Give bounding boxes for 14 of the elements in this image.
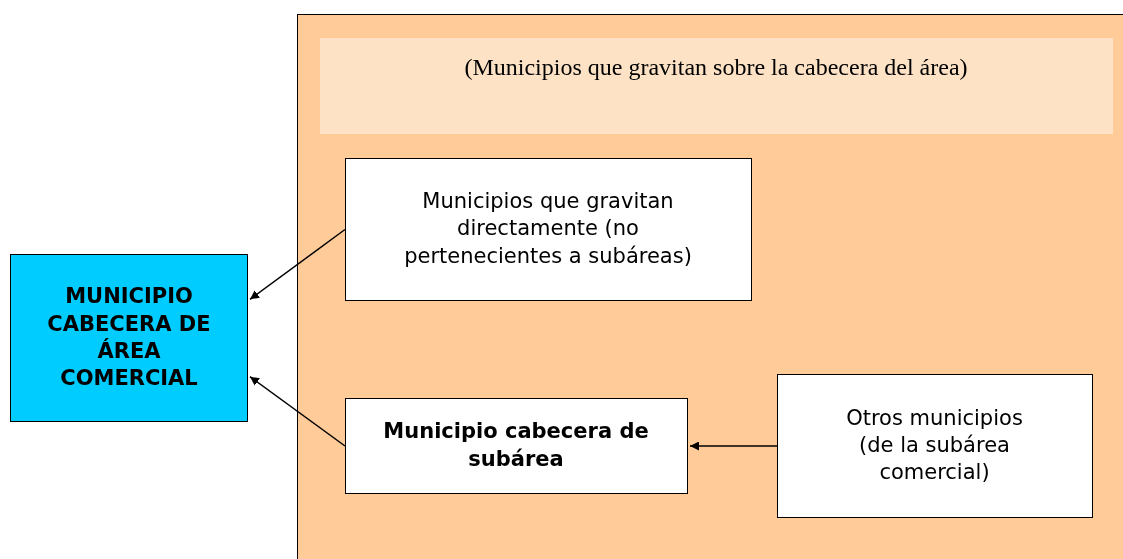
node-label: (Municipios que gravitan sobre la cabecera del área) (464, 52, 968, 82)
node-label: MUNICIPIO CABECERA DE ÁREA COMERCIAL (46, 283, 212, 393)
node-label: Otros municipios (de la subárea comercial) (845, 404, 1024, 487)
arrow (249, 228, 346, 301)
area-panel (297, 14, 1123, 559)
header-band (319, 37, 1113, 134)
text-box (776, 373, 1093, 518)
header-box (10, 254, 248, 422)
node-label: Municipio cabecera de subárea (382, 418, 650, 473)
arrow (249, 375, 346, 447)
text-box (344, 397, 688, 494)
node-label: Municipios que gravitan directamente (no pertenecientes a subáreas) (403, 188, 693, 270)
arrow (689, 441, 778, 451)
text-box (344, 157, 752, 301)
